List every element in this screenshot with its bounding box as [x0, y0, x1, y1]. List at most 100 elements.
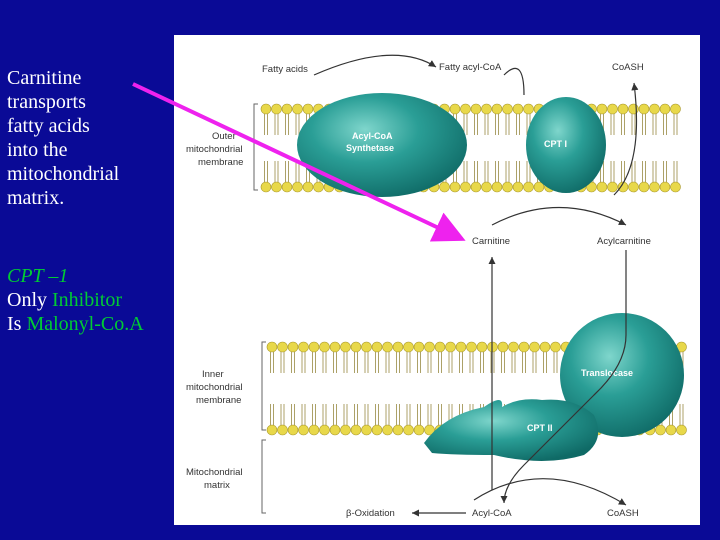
lipid-head	[596, 103, 608, 115]
lipid-head	[638, 103, 650, 115]
lipid-tail	[285, 114, 289, 135]
lipid-head	[340, 341, 351, 353]
malonyl-line: Is Malonyl-Co.A	[7, 312, 177, 336]
lipid-tail	[663, 114, 667, 135]
lipid-tail	[364, 352, 369, 373]
lipid-head	[523, 103, 534, 115]
lipid-head	[424, 424, 435, 436]
lipid-head	[628, 181, 639, 193]
lipid-tail	[511, 352, 516, 373]
cpt1-label: CPT I	[544, 139, 567, 149]
lipid-tail	[385, 352, 390, 373]
outer-membrane-bracket	[253, 103, 258, 191]
fatty-acid-to-acyl-coa-arrow	[313, 54, 437, 76]
lipid-head	[382, 341, 393, 353]
lipid-tail	[642, 161, 646, 182]
cpt-title-text: CPT –1	[7, 265, 69, 287]
lipid-head	[281, 103, 293, 115]
lipid-head	[424, 341, 435, 353]
lipid-tail	[480, 352, 484, 373]
lipid-head	[512, 181, 524, 193]
lipid-tail	[333, 404, 337, 425]
acyl-coa-down-arrow	[503, 67, 525, 96]
text-line: matrix.	[7, 187, 65, 209]
lipid-tail	[474, 161, 478, 182]
lipid-tail	[427, 404, 432, 425]
lipid-head	[361, 341, 372, 353]
lipid-tail	[516, 114, 520, 135]
lipid-tail	[354, 404, 358, 425]
top-coash-label: CoASH	[612, 62, 644, 73]
lipid-head	[476, 341, 488, 353]
lipid-tail	[364, 404, 369, 425]
cpt2-label: CPT II	[527, 423, 553, 433]
lipid-tail	[532, 352, 537, 373]
lipid-head	[659, 103, 671, 115]
carnitine-to-acylcarnitine-arrow	[491, 207, 627, 226]
lipid-head	[481, 103, 492, 115]
matrix-bracket	[261, 439, 266, 514]
lipid-tail	[291, 352, 295, 373]
lipid-tail	[264, 114, 268, 135]
lipid-tail	[396, 404, 400, 425]
lipid-head	[266, 341, 278, 353]
lipid-tail	[438, 404, 442, 425]
cpt-title: CPT –1	[7, 264, 177, 288]
lipid-head	[319, 341, 330, 353]
lipid-head	[539, 341, 551, 353]
lipid-head	[271, 181, 282, 193]
lipid-head	[392, 341, 404, 353]
lipid-head	[281, 181, 293, 193]
lipid-head	[340, 424, 351, 436]
lipid-tail	[291, 404, 295, 425]
lipid-head	[403, 341, 414, 353]
lipid-head	[371, 424, 383, 436]
lipid-head	[638, 181, 650, 193]
lipid-tail	[459, 352, 463, 373]
lipid-head	[533, 181, 545, 193]
lipid-head	[298, 341, 309, 353]
lipid-head	[518, 341, 530, 353]
lipid-tail	[505, 161, 510, 182]
lipid-tail	[354, 352, 358, 373]
lipid-head	[361, 424, 372, 436]
lipid-head	[649, 181, 660, 193]
lipid-tail	[474, 114, 478, 135]
lipid-tail	[673, 161, 678, 182]
lipid-head	[596, 181, 608, 193]
lipid-tail	[285, 161, 289, 182]
carnitine-shuttle-figure: Fatty acids Fatty acyl-CoA CoASH Outer m…	[174, 35, 700, 525]
lipid-head	[523, 181, 534, 193]
lipid-tail	[642, 114, 646, 135]
matrix-arc-arrow	[473, 478, 627, 506]
lipid-head	[550, 341, 561, 353]
lipid-head	[670, 181, 681, 193]
text-line: mitochondrial	[7, 163, 120, 185]
lipid-head	[508, 341, 519, 353]
lipid-head	[392, 424, 404, 436]
matrix-label-1: Mitochondrial	[186, 467, 243, 478]
lipid-head	[329, 424, 341, 436]
lipid-head	[676, 424, 687, 436]
inner-membrane-bracket	[261, 341, 266, 431]
lipid-head	[439, 181, 450, 193]
lipid-head	[298, 424, 309, 436]
lipid-head	[449, 103, 461, 115]
lipid-head	[497, 341, 509, 353]
lipid-tail	[501, 352, 505, 373]
lipid-head	[460, 103, 471, 115]
acyl-coa-synthetase-label-2: Synthetase	[346, 143, 394, 153]
lipid-tail	[385, 404, 390, 425]
lipid-tail	[438, 352, 442, 373]
only-inhibitor-line: Only Inhibitor	[7, 288, 177, 312]
lipid-head	[371, 341, 383, 353]
lipid-head	[617, 103, 629, 115]
lipid-tail	[610, 114, 615, 135]
lipid-head	[586, 181, 597, 193]
lipid-tail	[463, 161, 468, 182]
lipid-tail	[270, 352, 274, 373]
lipid-head	[470, 103, 482, 115]
lipid-tail	[427, 352, 432, 373]
lipid-tail	[463, 114, 468, 135]
